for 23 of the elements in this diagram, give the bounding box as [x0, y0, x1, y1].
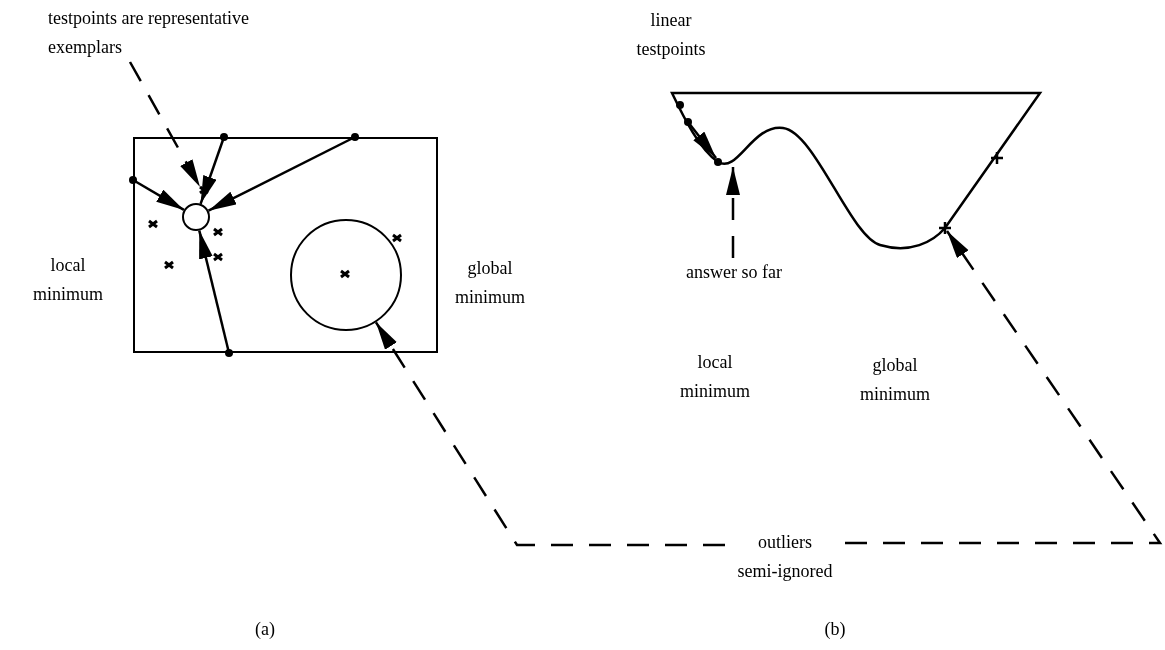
- dashed-arrow: [726, 167, 740, 258]
- annotation-label: local minimum: [32, 254, 104, 306]
- arrow: [129, 176, 185, 211]
- arrow: [199, 133, 228, 205]
- panel-label: (a): [254, 618, 276, 641]
- testpoint-mark: [198, 185, 210, 195]
- annotation-label: local minimum: [679, 351, 751, 403]
- search-space-box: [133, 137, 438, 353]
- arrow: [207, 133, 359, 212]
- dashed-arrow: [374, 321, 725, 547]
- annotation-label: global minimum: [859, 354, 931, 406]
- arrow: [198, 230, 233, 357]
- callout-text: testpoints are representative exemplars: [48, 4, 280, 62]
- annotation-label: linear testpoints: [635, 9, 707, 61]
- curve-drawing: [670, 91, 1042, 250]
- dashed-arrow: [128, 61, 202, 188]
- callout-text: answer so far: [668, 258, 800, 287]
- callout-text: outliers semi-ignored: [725, 528, 845, 586]
- panel-label: (b): [823, 618, 847, 641]
- dashed-arrow: [845, 230, 1163, 545]
- annotation-label: global minimum: [454, 257, 526, 309]
- local-minimum-circle: [182, 203, 210, 231]
- global-minimum-circle: [290, 219, 402, 331]
